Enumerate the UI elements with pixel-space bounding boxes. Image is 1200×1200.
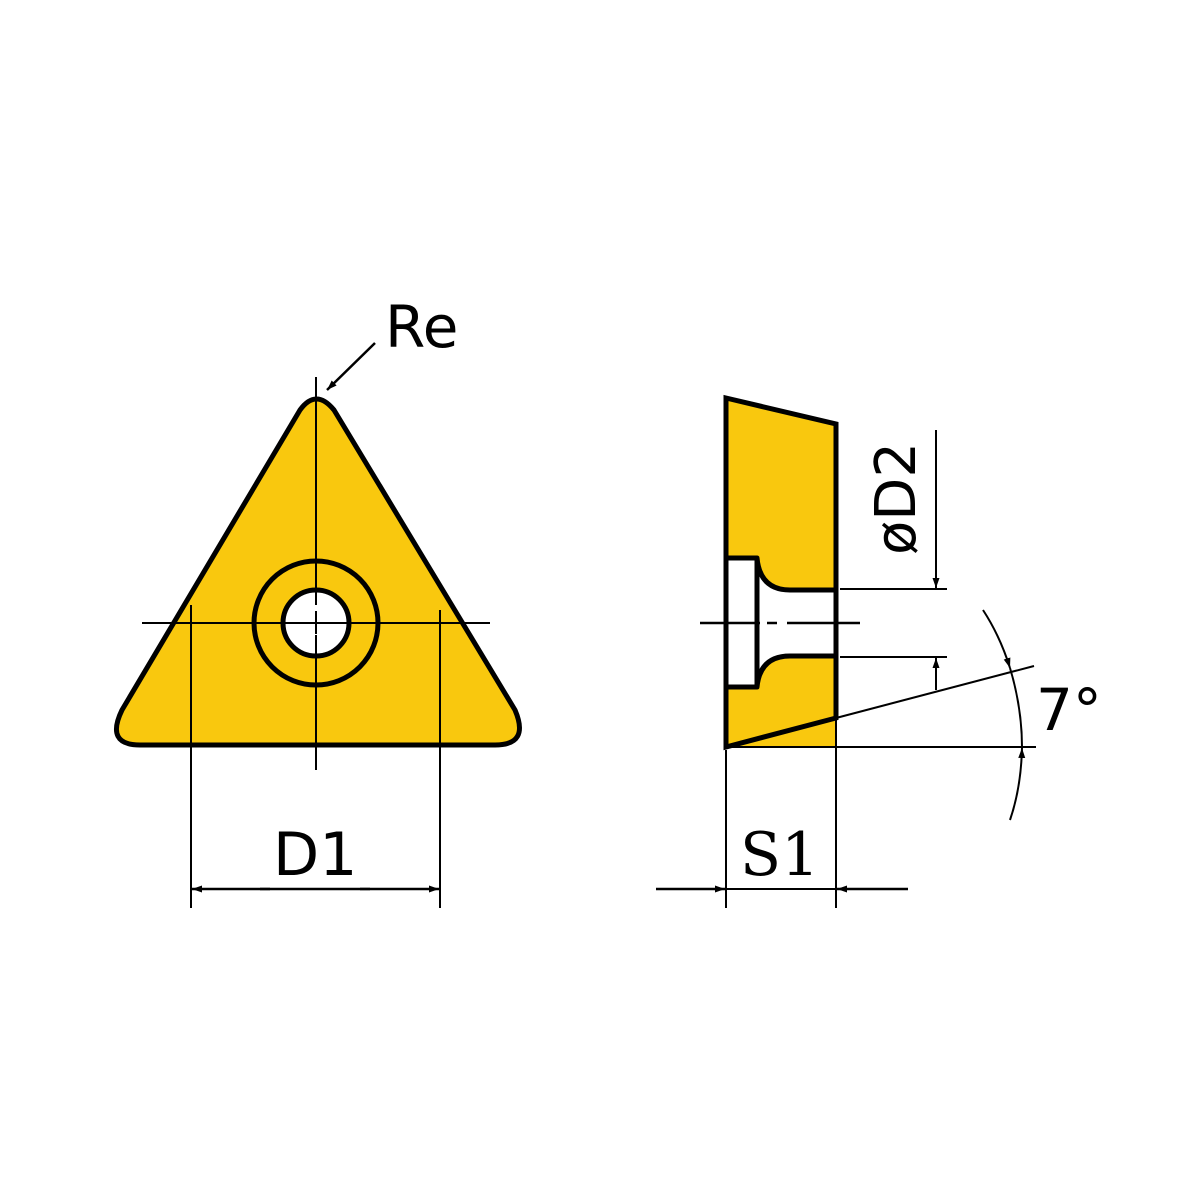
thickness-label: S1	[740, 820, 819, 890]
clearance-angle-label: 7°	[1036, 676, 1102, 744]
corner-radius-leader	[326, 342, 376, 391]
inscribed-diameter-label: D1	[273, 820, 357, 890]
side-view: øD2 7° S1	[656, 394, 1102, 908]
clearance-angle-arc-mid	[1009, 667, 1023, 748]
clearance-angle-arc-top	[982, 609, 1011, 669]
clearance-angle-arc-bottom	[1009, 747, 1026, 821]
insert-triangle-body	[114, 396, 522, 748]
hole-diameter-label: øD2	[864, 442, 929, 555]
top-view: Re D1	[114, 293, 522, 908]
clearance-angle-ref-line	[835, 665, 1035, 719]
corner-radius-label: Re	[385, 293, 458, 361]
